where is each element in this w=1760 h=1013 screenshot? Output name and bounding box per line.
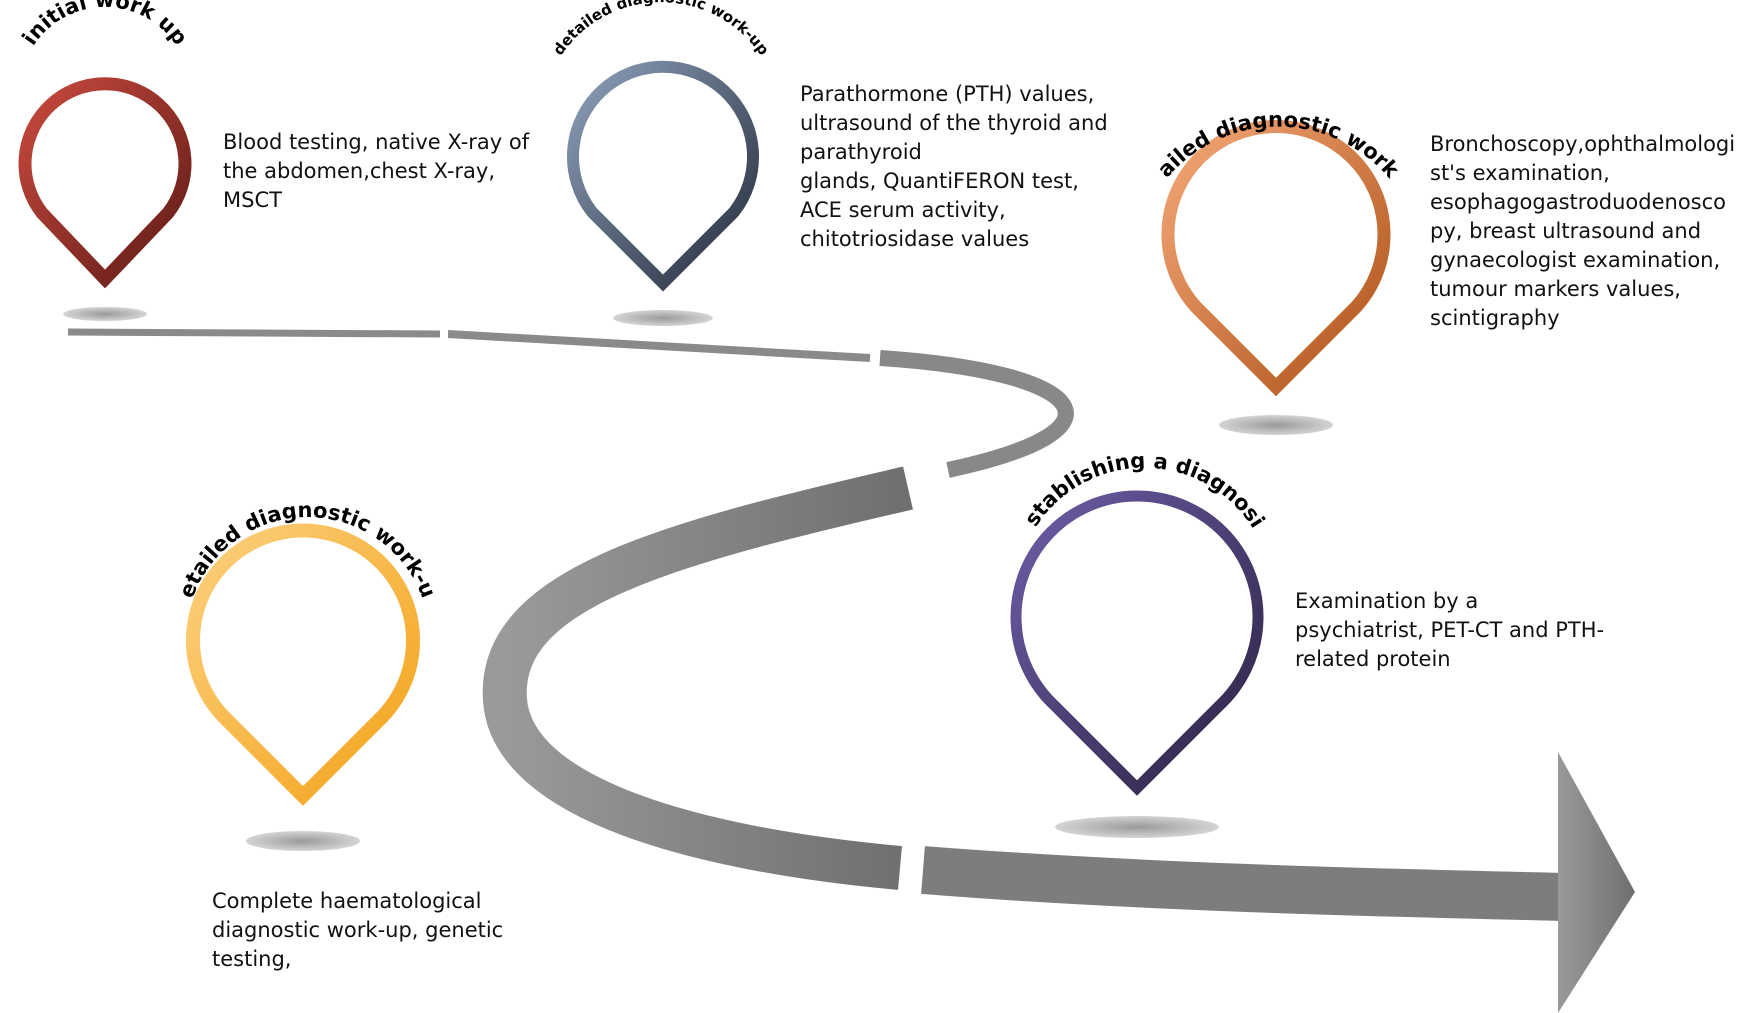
step-title: initial work up	[18, 0, 193, 49]
timeline-road	[67, 318, 1635, 1013]
location-pin-icon	[1161, 119, 1391, 397]
svg-text:initial work up: initial work up	[18, 0, 193, 49]
road-bottom-segment	[921, 846, 1566, 921]
svg-text:detailed diagnostic work-up: detailed diagnostic work-up	[0, 0, 1404, 183]
step-marker-3: detailed diagnostic work-up	[0, 0, 1404, 435]
step-description-4: Complete haematological diagnostic work-…	[212, 889, 504, 971]
marker-shadow	[246, 831, 360, 851]
step-marker-2: detailed diagnostic work-up	[549, 0, 773, 326]
location-pin-icon	[1010, 490, 1264, 796]
location-pin-icon	[567, 60, 759, 292]
step-description-2: Parathormone (PTH) values, ultrasound of…	[800, 82, 1108, 251]
road-curve-segment	[879, 350, 1074, 478]
location-pin-icon	[18, 77, 192, 289]
marker-shadow	[1219, 415, 1333, 435]
marker-shadow	[63, 307, 147, 321]
step-description-3: Bronchoscopy,ophthalmologi st's examinat…	[1430, 132, 1736, 330]
location-pin-icon	[186, 523, 420, 806]
svg-text:detailed diagnostic work-up: detailed diagnostic work-up	[549, 0, 773, 59]
step-title: detailed diagnostic work-up	[549, 0, 773, 59]
road-curve-segment	[482, 466, 913, 890]
step-title: detailed diagnostic work-up	[0, 0, 1404, 183]
road-arrowhead	[1558, 752, 1635, 1013]
step-description-5: Examination by a psychiatrist, PET-CT an…	[1295, 589, 1605, 671]
road-top-segment	[447, 330, 871, 362]
step-marker-1: initial work up	[18, 0, 193, 321]
road-top-segment	[67, 328, 441, 338]
step-description-1: Blood testing, native X-ray of the abdom…	[223, 130, 530, 212]
marker-shadow	[1055, 816, 1219, 838]
marker-shadow	[613, 310, 713, 326]
